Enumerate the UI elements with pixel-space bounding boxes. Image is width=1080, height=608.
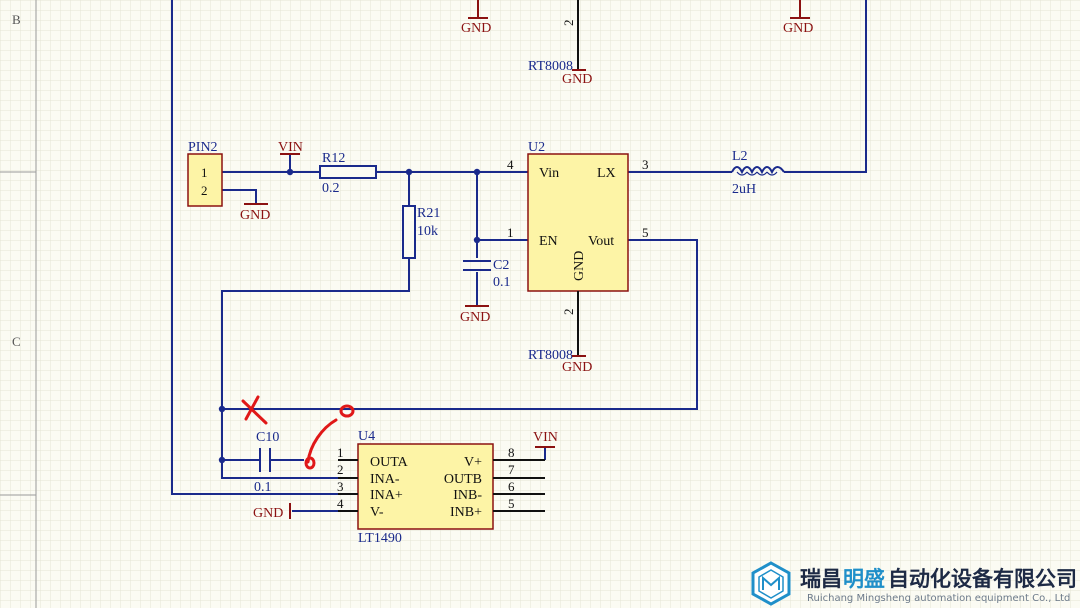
value-label: 0.1 <box>493 275 511 290</box>
company-name-part: 自动化设备有限公司 <box>888 567 1077 591</box>
pin-number: 5 <box>642 225 649 240</box>
gnd-label: GND <box>253 506 283 521</box>
part-label-rt8008: RT8008 <box>528 348 573 363</box>
pin-name: EN <box>539 234 558 249</box>
circle-mark <box>304 456 316 470</box>
pin-name: INB+ <box>450 505 482 520</box>
pin-number: 1 <box>507 225 514 240</box>
pin-number: 2 <box>561 20 576 27</box>
gnd-label: GND <box>562 360 592 375</box>
company-watermark: 瑞昌 明盛 自动化设备有限公司 Ruichang Mingsheng autom… <box>751 561 1077 606</box>
inductor-l2[interactable]: L2 2uH <box>731 149 785 197</box>
markup-annotations <box>241 395 355 470</box>
cross-mark <box>241 399 268 425</box>
capacitor-c2[interactable]: C2 0.1 <box>463 258 511 290</box>
resistor-r12[interactable]: R12 0.2 <box>319 151 377 196</box>
gnd-label: GND <box>783 21 813 36</box>
pin-number: 5 <box>508 496 515 511</box>
value-label: 0.2 <box>322 181 340 196</box>
gnd-label: GND <box>460 310 490 325</box>
ic-u4[interactable]: U4 LT1490 1 2 3 4 OUTA INA- INA+ V- 8 7 … <box>337 429 545 546</box>
pin-name: OUTA <box>370 455 409 470</box>
pin-number: 7 <box>508 462 515 477</box>
company-name-part: 瑞昌 <box>800 567 842 591</box>
pin-name: INA+ <box>370 488 403 503</box>
pin-number: 2 <box>337 462 344 477</box>
value-label: 2uH <box>732 182 756 197</box>
vin-port: VIN <box>533 430 558 448</box>
gnd-symbol: RT8008 GND <box>528 348 592 375</box>
pin-name: INA- <box>370 472 400 487</box>
vin-label: VIN <box>278 140 303 155</box>
ref-label: R12 <box>322 151 345 166</box>
pin-number: 1 <box>201 165 208 180</box>
company-logo-icon <box>751 561 791 606</box>
ref-label: U2 <box>528 140 545 155</box>
ref-label: PIN2 <box>188 140 218 155</box>
pin-number: 4 <box>337 496 344 511</box>
ref-label: R21 <box>417 206 440 221</box>
circle-mark <box>339 404 355 418</box>
zone-label-c: C <box>12 334 21 349</box>
pin-name: OUTB <box>444 472 482 487</box>
value-label: 10k <box>417 224 438 239</box>
pin-name: LX <box>597 166 616 181</box>
company-name-english: Ruichang Mingsheng automation equipment … <box>807 593 1070 604</box>
vin-port: VIN <box>278 140 303 155</box>
pin-number: 4 <box>507 157 514 172</box>
pin-number: 3 <box>337 479 344 494</box>
pin-number: 2 <box>561 309 576 316</box>
pin-number: 8 <box>508 445 515 460</box>
pin-number: 6 <box>508 479 515 494</box>
gnd-label: GND <box>240 208 270 223</box>
connector-pin2[interactable]: PIN2 1 2 <box>187 140 223 207</box>
gnd-symbol: GND <box>240 203 270 223</box>
ic-u2[interactable]: U2 Vin LX EN Vout GND 4 3 1 5 2 <box>507 140 649 356</box>
value-label: 0.1 <box>254 480 272 495</box>
pin-name: Vout <box>588 234 614 249</box>
pin-number: 2 <box>201 183 208 198</box>
vin-label: VIN <box>533 430 558 445</box>
gnd-label: GND <box>562 72 592 87</box>
pin-name: INB- <box>453 488 482 503</box>
company-name-highlight: 明盛 <box>843 567 885 591</box>
top-section: GND 2 RT8008 GND GND <box>461 0 813 87</box>
pin-name: V- <box>370 505 384 520</box>
wires <box>171 0 867 512</box>
sheet-border: B C <box>0 0 37 608</box>
cross-mark <box>244 395 260 421</box>
pin-name: Vin <box>539 166 559 181</box>
capacitor-c10[interactable]: C10 0.1 <box>254 430 279 495</box>
ref-label: C2 <box>493 258 509 273</box>
pin-number: 3 <box>642 157 649 172</box>
pin-number: 1 <box>337 445 344 460</box>
gnd-symbol: GND <box>460 305 490 325</box>
ref-label: U4 <box>358 429 375 444</box>
gnd-symbol: GND <box>253 503 291 521</box>
pin-name: GND <box>572 251 587 281</box>
gnd-label: GND <box>461 21 491 36</box>
pin-name: V+ <box>464 455 482 470</box>
resistor-r21[interactable]: R21 10k <box>402 205 440 259</box>
ref-label: C10 <box>256 430 279 445</box>
ref-label: L2 <box>732 149 748 164</box>
junctions <box>218 168 481 464</box>
part-label-rt8008-top: RT8008 <box>528 59 573 74</box>
part-label: LT1490 <box>358 531 402 546</box>
zone-label-b: B <box>12 12 21 27</box>
